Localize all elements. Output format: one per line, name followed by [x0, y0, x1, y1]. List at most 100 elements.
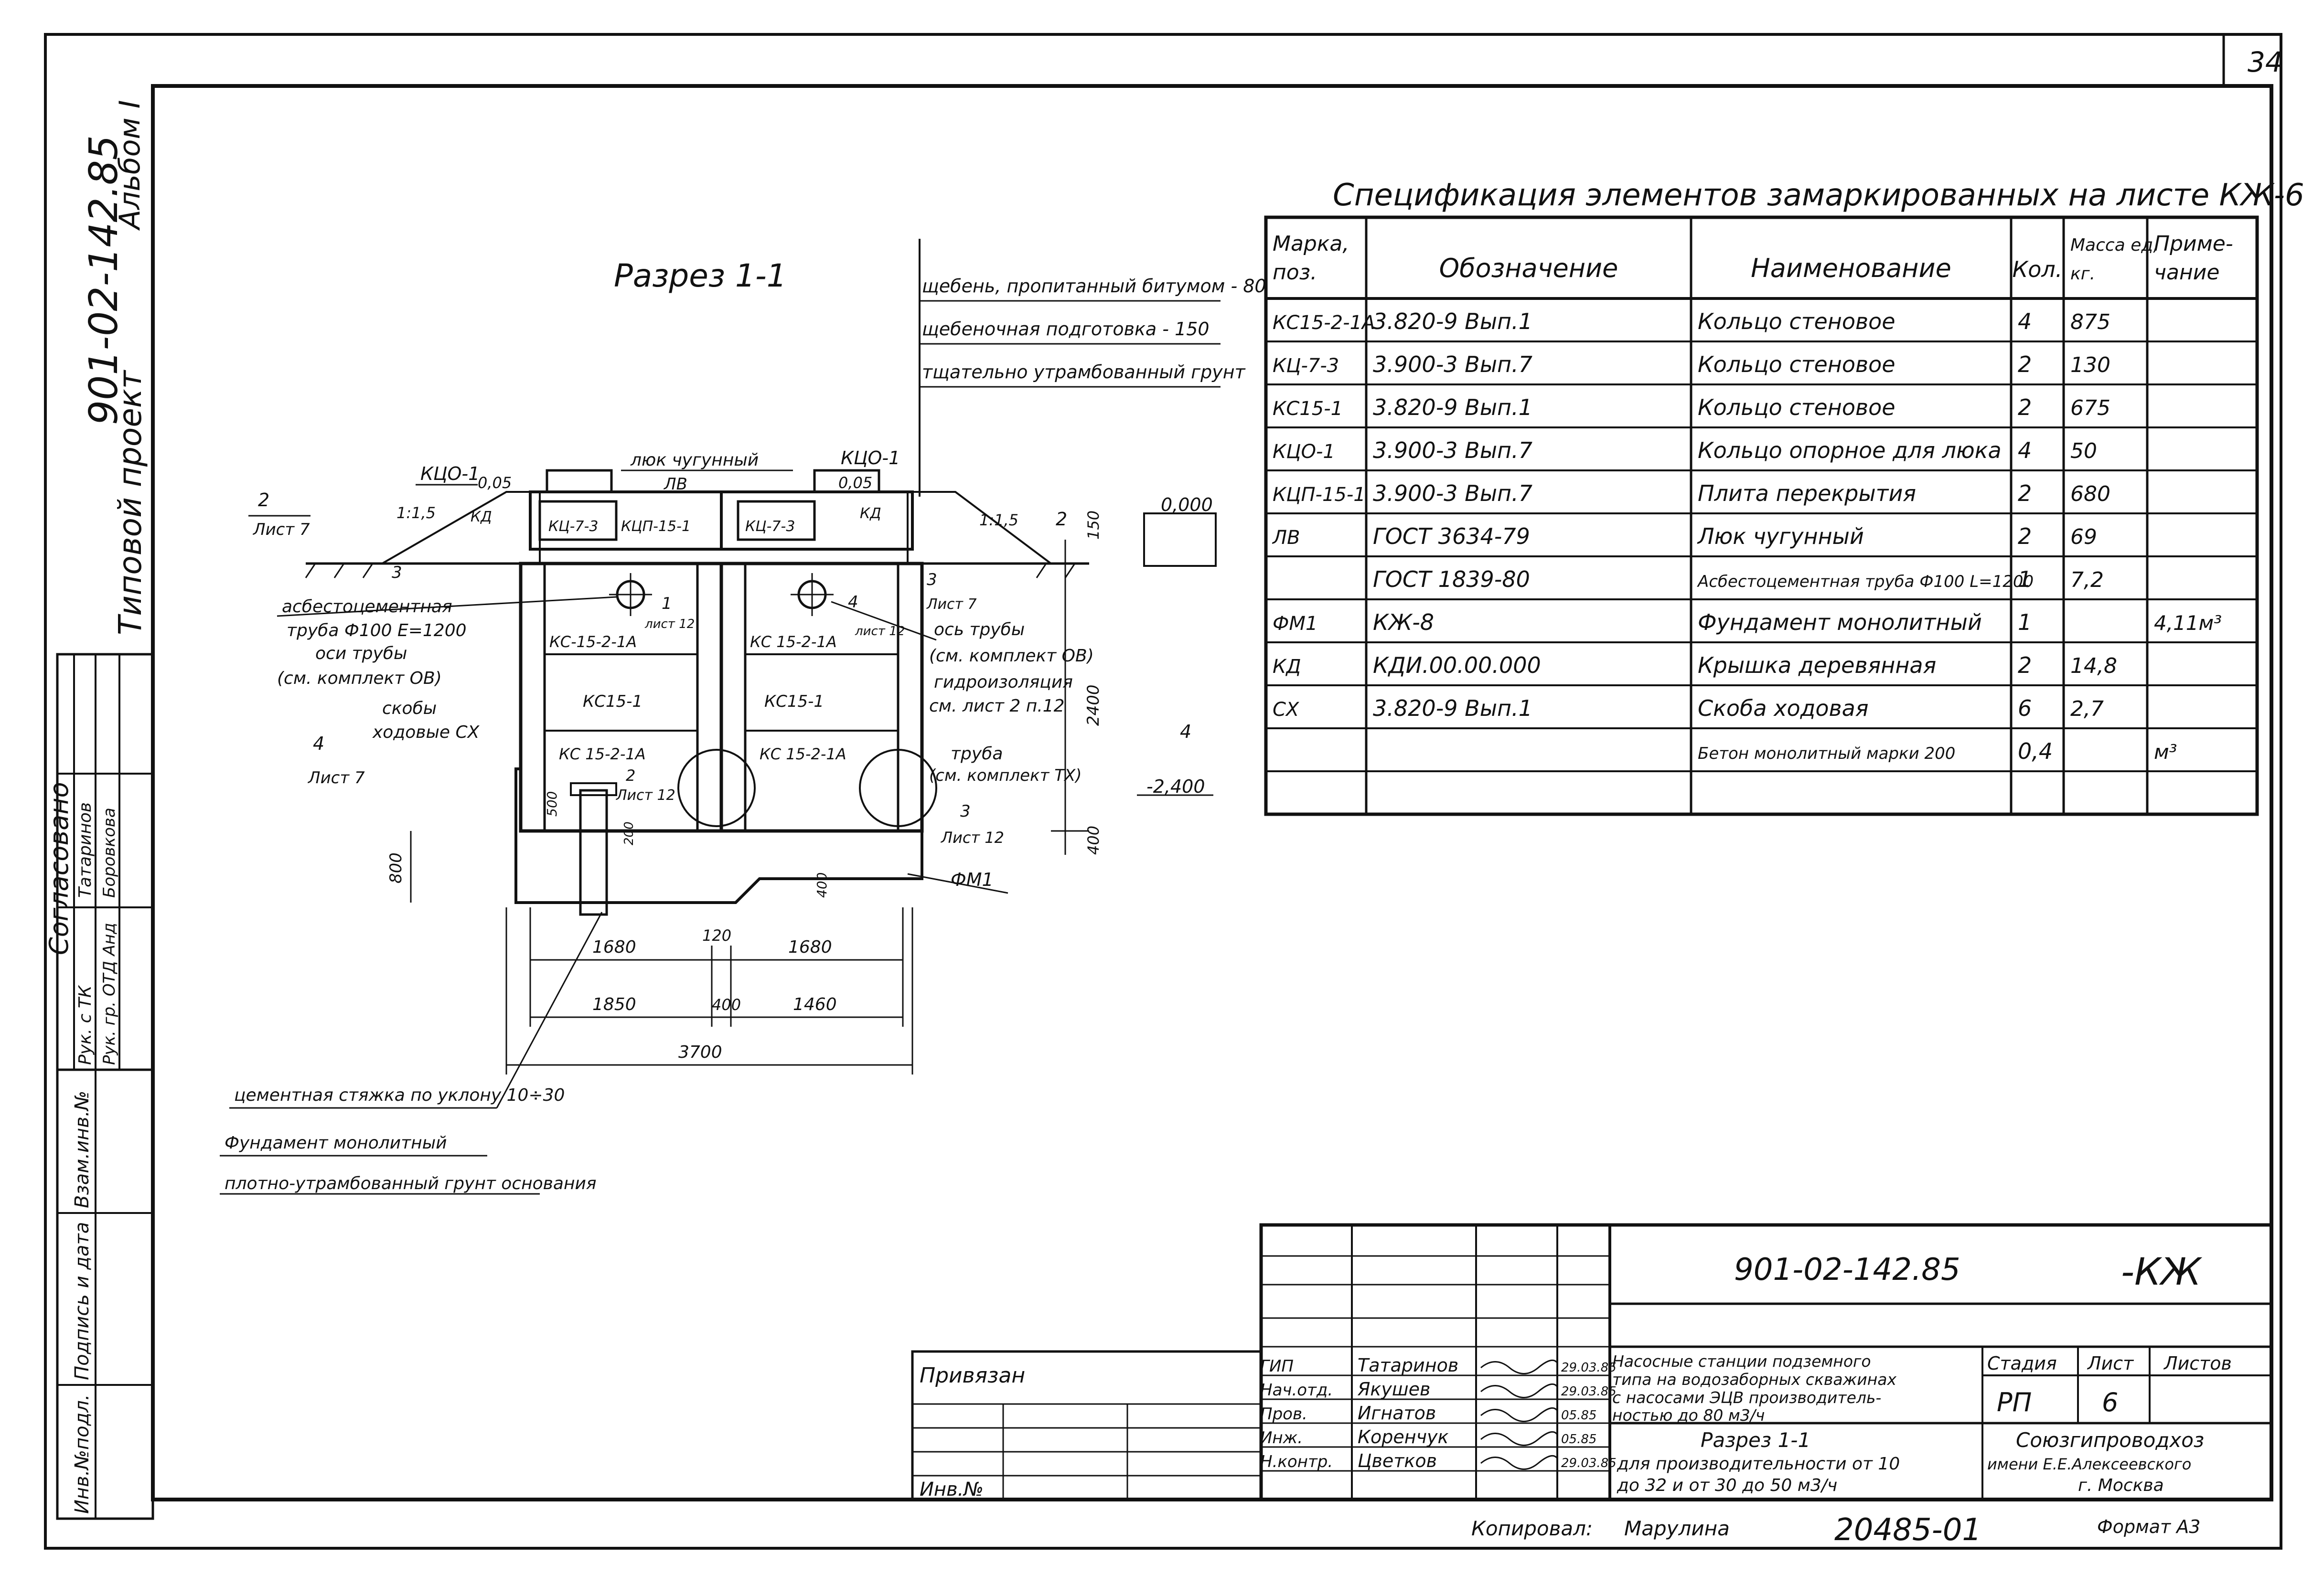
spec-cell-r7-c5: 4,11м³	[2154, 611, 2222, 635]
title-mark: -КЖ	[2121, 1251, 2203, 1294]
mark-4-sheet: Лист 7	[307, 768, 365, 787]
signature-1	[1480, 1383, 1558, 1398]
spec-cell-r9-c4: 2,7	[2070, 697, 2104, 721]
spec-cell-r1-c0: КЦ-7-3	[1273, 355, 1339, 377]
axis-pipe: оси трубы	[315, 644, 407, 663]
spec-cell-r10-c5: м³	[2154, 740, 2177, 764]
proj-desc-4: ностью до 80 м3/ч	[1612, 1406, 1765, 1425]
outer-frame	[44, 33, 2282, 1550]
kc152-right-top: КС 15-2-1А	[750, 633, 837, 651]
sheet-corner-number: 34	[2248, 46, 2283, 78]
archive-number: 20485-01	[1834, 1512, 1981, 1548]
komplekt-tx: (см. комплект ТХ)	[929, 766, 1082, 785]
mark-3: 3	[392, 563, 402, 582]
spec-cell-r3-c0: КЦО-1	[1273, 441, 1335, 463]
stage-header: Стадия	[1987, 1353, 2057, 1374]
dim-500: 500	[544, 791, 560, 817]
spec-cell-r5-c2: Люк чугунный	[1697, 523, 1864, 549]
note-1: цементная стяжка по уклону 10÷30	[234, 1085, 565, 1105]
spec-cell-r5-c1: ГОСТ 3634-79	[1373, 523, 1530, 549]
spec-cell-r3-c4: 50	[2070, 439, 2097, 463]
spec-cell-r6-c2: Асбестоцементная труба Ф100 L=1200	[1697, 572, 2034, 591]
leader-3-sheet: Лист 12	[941, 829, 1004, 847]
mark-4: 4	[313, 733, 324, 754]
spec-cell-r4-c2: Плита перекрытия	[1698, 480, 1916, 506]
spec-header-2: Наименование	[1751, 253, 1951, 283]
skoby-2: ходовые СХ	[372, 723, 480, 742]
spec-cell-r6-c1: ГОСТ 1839-80	[1373, 566, 1530, 592]
dim-1850: 1850	[592, 995, 636, 1014]
mark-3r: 3	[927, 570, 937, 589]
waterproof: гидроизоляция	[934, 672, 1073, 692]
soglasovano-label: Согласовано	[44, 782, 74, 955]
spec-cell-r1-c2: Кольцо стеновое	[1698, 351, 1895, 377]
spec-cell-r7-c3: 1	[2018, 609, 2032, 635]
dim-200: 200	[622, 821, 636, 845]
mark-2-sheet: Лист 7	[252, 520, 310, 539]
strip-name-2: Боровкова	[100, 808, 119, 898]
org-2: имени Е.Е.Алексеевского	[1987, 1455, 2191, 1473]
podpis-data-label: Подпись и дата	[71, 1222, 93, 1380]
note-3: плотно-утрамбованный грунт основания	[225, 1174, 597, 1193]
spec-header-0: Марка,поз.	[1273, 232, 1349, 285]
kc152-left-bot: КС 15-2-1А	[559, 745, 646, 763]
spec-cell-r2-c3: 2	[2018, 394, 2032, 420]
spec-cell-r5-c3: 2	[2018, 523, 2032, 549]
slope-left: 1:1,5	[396, 504, 436, 522]
layer-1-text: щебень, пропитанный битумом - 80	[922, 276, 1266, 297]
pipe-label: труба	[951, 744, 1003, 764]
kc152-right-bot: КС 15-2-1А	[760, 745, 846, 763]
leader-1: 1	[662, 594, 672, 613]
leader-4: 4	[848, 593, 858, 612]
kc73-right: КЦ-7-3	[745, 518, 795, 535]
spec-cell-r6-c4: 7,2	[2070, 568, 2104, 592]
signer-name-0: Татаринов	[1358, 1355, 1458, 1376]
sheets-header: Листов	[2163, 1353, 2232, 1374]
sheet-desc-2: для производительности от 10	[1617, 1454, 1900, 1474]
dim-800: 800	[386, 852, 406, 883]
spec-cell-r9-c1: 3.820-9 Вып.1	[1373, 695, 1532, 721]
strip-name-1: Татаринов	[75, 802, 95, 898]
spec-cell-r8-c1: КДИ.00.00.000	[1373, 652, 1541, 678]
spec-cell-r3-c2: Кольцо опорное для люка	[1698, 437, 2002, 463]
spec-cell-r0-c4: 875	[2070, 310, 2110, 334]
spec-cell-r0-c1: 3.820-9 Вып.1	[1373, 309, 1532, 334]
spec-cell-r3-c3: 4	[2018, 437, 2032, 463]
signer-date-4: 29.03.85	[1561, 1456, 1617, 1470]
layer-2-text: щебеночная подготовка - 150	[922, 319, 1210, 340]
spec-cell-r1-c4: 130	[2070, 353, 2110, 377]
signature-4	[1480, 1455, 1558, 1470]
spec-title: Спецификация элементов замаркированных н…	[1333, 178, 2304, 213]
kc151-right: КС15-1	[764, 692, 824, 711]
spec-cell-r5-c0: ЛВ	[1272, 527, 1300, 549]
kco-left-label: КЦО-1	[420, 463, 480, 484]
signature-2	[1480, 1407, 1558, 1422]
waterproof-2: см. лист 2 п.12	[929, 696, 1065, 716]
spec-cell-r8-c3: 2	[2018, 652, 2032, 678]
strip-role-1: Рук. с ТК	[75, 985, 95, 1065]
copied-name: Марулина	[1624, 1517, 1730, 1540]
spec-cell-r8-c2: Крышка деревянная	[1698, 652, 1936, 678]
dim-2400: 2400	[1084, 684, 1103, 726]
mark-2-right: 2	[1056, 509, 1067, 530]
privyazan-label: Привязан	[920, 1363, 1025, 1388]
spec-cell-r4-c1: 3.900-3 Вып.7	[1373, 480, 1532, 506]
section-1-1: Разрез 1-1 щебень, пропитанный битумом -…	[220, 239, 1266, 1195]
spec-cell-r4-c4: 680	[2070, 482, 2110, 506]
spec-cell-r0-c2: Кольцо стеновое	[1698, 309, 1895, 334]
asb-pipe-1: асбестоцементная	[282, 597, 452, 617]
signer-date-3: 05.85	[1561, 1432, 1596, 1447]
leader-3: 3	[960, 802, 971, 821]
kd-right: КД	[860, 505, 881, 522]
spec-cell-r3-c1: 3.900-3 Вып.7	[1373, 437, 1532, 463]
spec-header-3: Кол.	[2013, 256, 2063, 282]
kc152-left-top: КС-15-2-1А	[549, 633, 637, 651]
format-label: Формат А3	[2097, 1516, 2200, 1537]
vzam-inv-label: Взам.инв.№	[71, 1091, 93, 1208]
proj-desc-2: типа на водозаборных скважинах	[1612, 1370, 1897, 1389]
dim-150: 150	[1084, 511, 1103, 540]
left-strip: Альбом I 901-02-142.85 Типовой проект Со…	[44, 100, 154, 1520]
signer-role-3: Инж.	[1260, 1428, 1303, 1447]
